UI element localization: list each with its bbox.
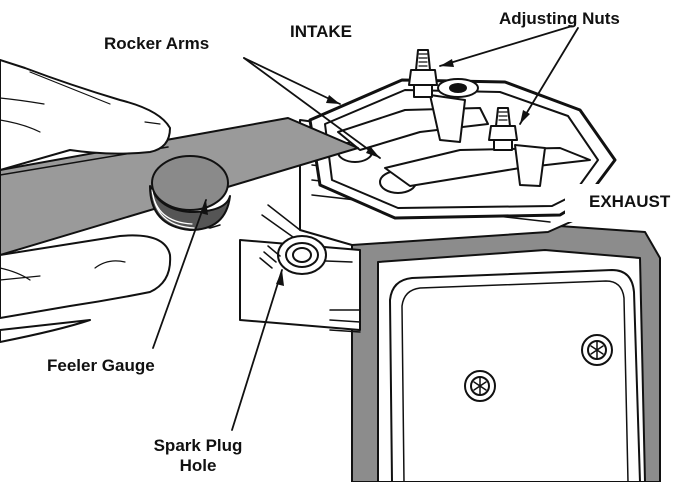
label-adjusting-nuts: Adjusting Nuts [499,9,620,28]
leader-adjusting-nut-exhaust [519,27,579,125]
rocker-arm-exhaust [384,144,591,187]
leader-spark-plug-hole [231,269,283,431]
arrowhead-nut-intake [440,59,454,67]
leader-adjusting-nut-intake [439,25,573,67]
spark-plug-hole [259,235,327,275]
arrowhead-nut-exhaust [520,110,530,124]
callout-arrowheads [200,59,530,286]
adjusting-nut-intake [408,49,438,98]
label-spark-plug-hole-line1: Spark Plug [153,436,243,455]
adjusting-nut-exhaust [488,107,518,151]
leader-rocker-arm-intake [243,57,341,105]
exhaust-label-backing [565,184,698,222]
arrowhead-rocker-intake [326,95,340,104]
label-intake: INTAKE [290,22,353,41]
leader-feeler-gauge [152,199,207,349]
label-feeler-gauge: Feeler Gauge [47,356,155,375]
cover-screw-right [581,334,613,366]
feeler-gauge [0,117,359,256]
label-rocker-arms: Rocker Arms [104,34,210,53]
label-exhaust: EXHAUST [589,192,671,211]
hand [0,59,172,343]
arrowhead-feeler-gauge [200,200,208,215]
valve-cover [351,224,661,482]
leader-rocker-arm-exhaust [243,57,381,159]
arrowhead-spark-plug-hole [276,270,284,286]
callout-lines [152,25,579,431]
label-spark-plug-hole-line2: Hole [179,456,217,475]
rocker-arm-intake [337,78,489,151]
arrowhead-rocker-exhaust [366,146,380,158]
cover-screw-left [464,370,496,402]
label-spark-plug-hole: Spark Plug Hole [138,436,258,476]
